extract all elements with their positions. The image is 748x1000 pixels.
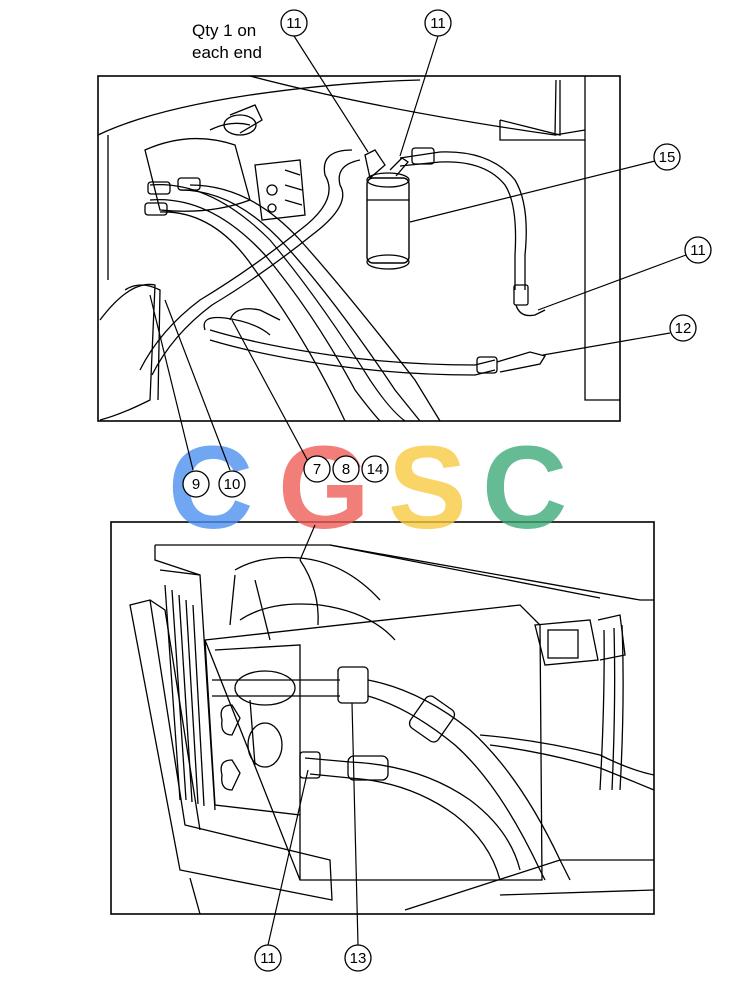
callout-7-label: 7 [313,461,321,478]
callout-9: 9 [182,470,210,498]
watermark-letter-c2: C [482,422,567,554]
top-panel-frame [97,75,621,422]
leader-lines [149,35,687,946]
callout-15: 15 [653,143,681,171]
callout-14: 14 [361,455,389,483]
callout-11-right: 11 [684,236,712,264]
note-line-1: Qty 1 on [192,21,256,40]
bottom-panel [110,521,655,915]
receiver-drier [366,177,410,264]
callouts: 11 11 15 11 12 9 10 7 [182,9,712,972]
callout-10-label: 10 [224,476,241,493]
callout-14-label: 14 [367,461,384,478]
callout-11-bottom: 11 [254,944,282,972]
callout-10: 10 [218,470,246,498]
note-line-2: each end [192,43,262,62]
callout-11-bottom-label: 11 [260,950,276,967]
callout-7: 7 [303,455,331,483]
callout-13: 13 [344,944,372,972]
callout-8-label: 8 [342,461,350,478]
callout-12-label: 12 [675,320,692,337]
watermark-letter-s: S [388,422,467,554]
callout-11-top-right-label: 11 [430,15,446,32]
top-panel [97,75,621,422]
callout-11-right-label: 11 [690,242,706,259]
quantity-note: Qty 1 on each end [192,21,262,62]
callout-11-top-left: 11 [280,9,308,37]
callout-15-label: 15 [659,149,676,166]
callout-9-label: 9 [192,476,200,493]
bottom-panel-frame [110,521,655,915]
callout-8: 8 [332,455,360,483]
watermark: C G S C [168,422,567,554]
callout-11-top-right: 11 [424,9,452,37]
watermark-letter-g: G [278,422,370,554]
callout-11-top-left-label: 11 [286,15,302,32]
callout-12: 12 [669,314,697,342]
callout-13-label: 13 [350,950,367,967]
